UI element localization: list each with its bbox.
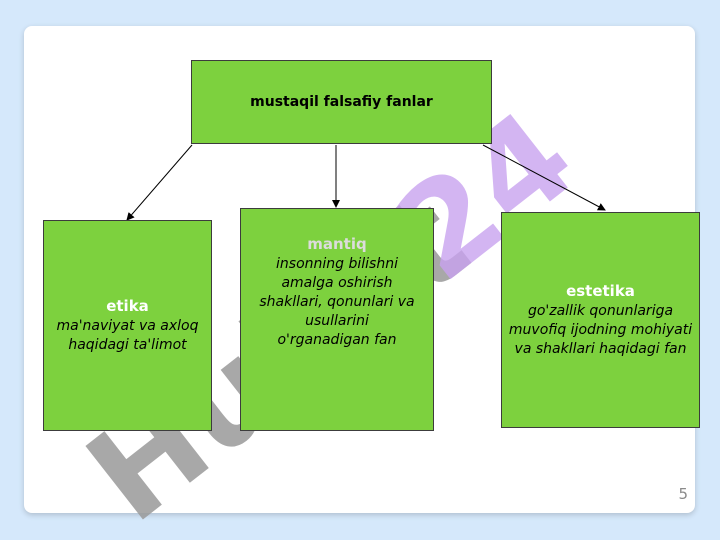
root-node: mustaqil falsafiy fanlar xyxy=(191,60,492,144)
node-etika: etika ma'naviyat va axloq haqidagi ta'li… xyxy=(43,220,212,431)
node-mantiq: mantiq insonning bilishni amalga oshiris… xyxy=(240,208,434,431)
node-estetika-desc: go'zallik qonunlariga muvofiq ijodning m… xyxy=(508,302,693,357)
node-estetika-title: estetika xyxy=(566,281,635,300)
root-node-title: mustaqil falsafiy fanlar xyxy=(250,94,433,110)
node-mantiq-title: mantiq xyxy=(307,235,367,253)
node-mantiq-desc: insonning bilishni amalga oshirish shakl… xyxy=(259,256,415,348)
node-etika-title: etika xyxy=(106,296,149,315)
node-estetika: estetika go'zallik qonunlariga muvofiq i… xyxy=(501,212,700,428)
arrow-to-estetika xyxy=(482,144,606,211)
page-number: 5 xyxy=(678,485,688,503)
node-etika-desc: ma'naviyat va axloq haqidagi ta'limot xyxy=(56,317,199,353)
arrow-to-etika xyxy=(126,144,193,221)
